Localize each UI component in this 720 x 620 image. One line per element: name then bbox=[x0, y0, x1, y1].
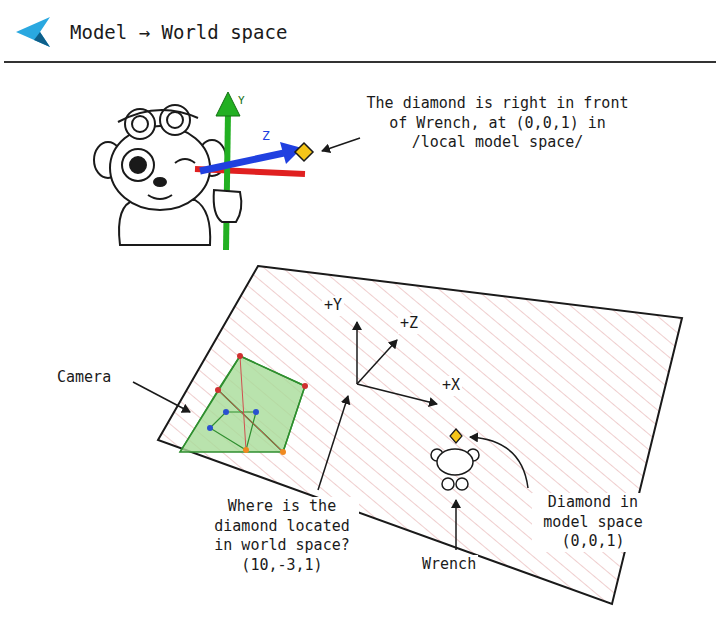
header-rule bbox=[4, 61, 716, 63]
diamond bbox=[295, 143, 313, 161]
y-axis bbox=[226, 112, 228, 250]
z-axis bbox=[200, 153, 284, 171]
callout-note: The diamond is right in front of Wrench,… bbox=[365, 94, 630, 153]
world-plane bbox=[158, 266, 682, 604]
axis-label: +X bbox=[440, 376, 462, 396]
callout-note: Diamond in model space (0,0,1) bbox=[532, 493, 654, 552]
part-label: Wrench bbox=[420, 555, 478, 575]
wrench-character bbox=[94, 105, 226, 245]
world-axes bbox=[357, 322, 437, 404]
wrench-figure bbox=[431, 449, 479, 490]
diamond bbox=[450, 429, 462, 443]
leader-line bbox=[455, 500, 457, 550]
camera-frustum bbox=[180, 353, 308, 455]
leader-line bbox=[318, 396, 348, 490]
question-note: Where is the diamond located in world sp… bbox=[205, 497, 359, 575]
hand bbox=[214, 190, 242, 222]
leader-line bbox=[133, 382, 190, 412]
page-title: Model → World space bbox=[70, 20, 287, 45]
y-axis-head bbox=[216, 92, 240, 116]
logo-icon bbox=[16, 17, 50, 47]
leader-line bbox=[470, 437, 528, 488]
axis-label: Z bbox=[262, 128, 270, 145]
part-label: Camera bbox=[57, 368, 111, 388]
axis-label: +Y bbox=[322, 296, 344, 316]
leader-line bbox=[322, 138, 360, 151]
axis-label: Y bbox=[238, 94, 245, 108]
axis-label: +Z bbox=[398, 314, 420, 334]
